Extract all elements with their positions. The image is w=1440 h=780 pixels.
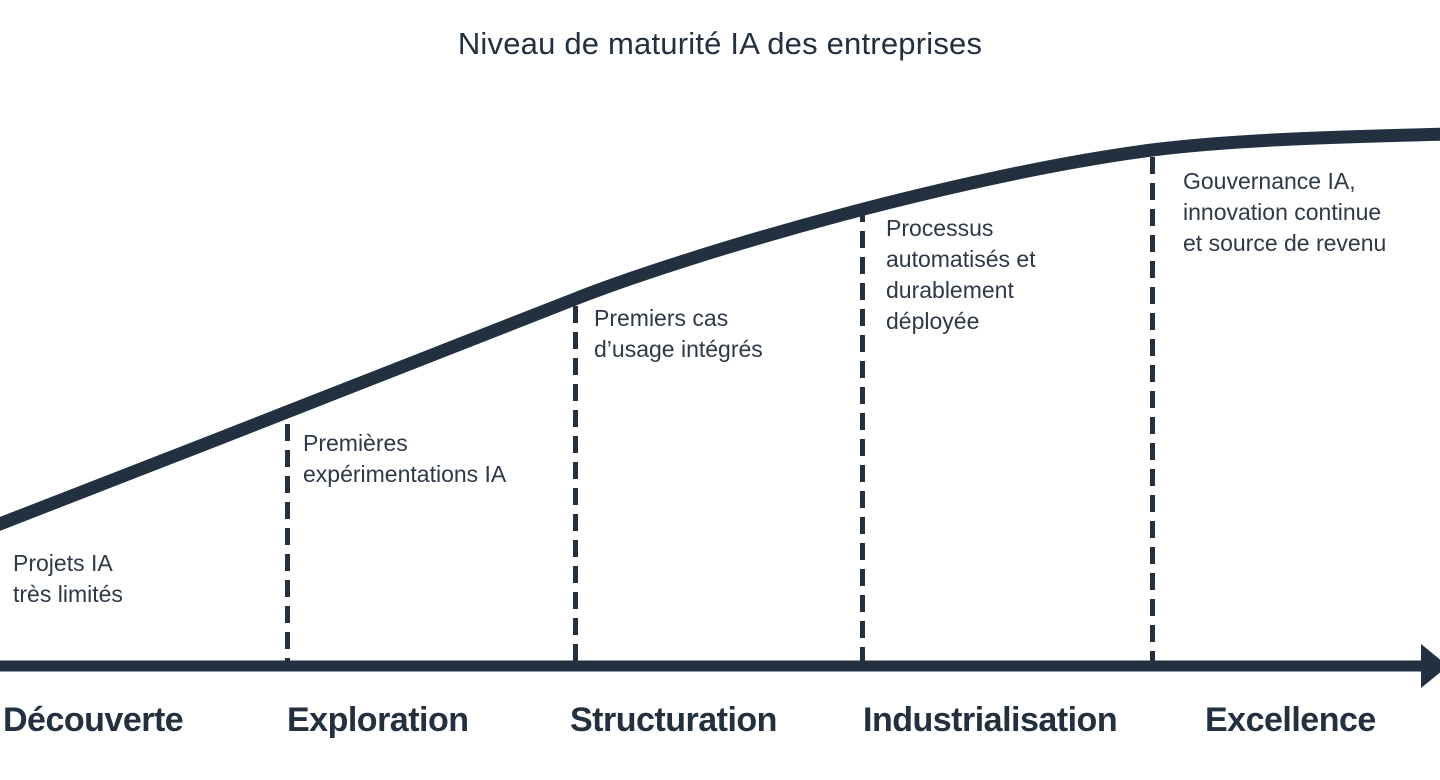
stage-description-industrialisation: Processus automatisés et durablement dép…: [886, 215, 1036, 334]
stage-label-decouverte: Découverte: [3, 701, 184, 739]
x-axis-arrowhead: [1421, 644, 1440, 688]
stage-description-exploration: Premières expérimentations IA: [303, 430, 507, 487]
stage-label-exploration: Exploration: [287, 701, 469, 739]
stage-description-excellence: Gouvernance IA, innovation continue et s…: [1183, 168, 1387, 256]
stage-label-excellence: Excellence: [1205, 701, 1376, 739]
stage-label-industrialisation: Industrialisation: [863, 701, 1118, 739]
maturity-curve: [0, 127, 1440, 531]
diagram-title: Niveau de maturité IA des entreprises: [457, 26, 983, 61]
stage-description-decouverte: Projets IA très limités: [13, 550, 123, 607]
stage-description-structuration: Premiers cas d’usage intégrés: [594, 305, 763, 362]
stage-label-structuration: Structuration: [570, 701, 777, 739]
